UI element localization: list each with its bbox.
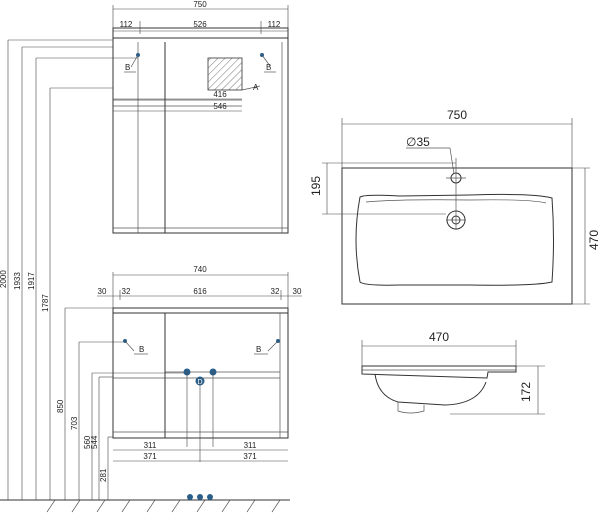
basin-top-view: 750 ∅35 195 470 <box>309 108 600 305</box>
dim-703: 703 <box>70 416 79 430</box>
hatched-area-a <box>207 57 243 91</box>
basin-bowl-outer <box>355 193 554 286</box>
vanity-b-right-leader <box>267 340 279 352</box>
upper-cabinet-outline <box>112 27 289 234</box>
side-dim-470: 470 <box>429 330 449 344</box>
dim-416: 416 <box>213 90 227 99</box>
dim-750-label: 750 <box>193 0 207 9</box>
floor-marker-3 <box>207 494 213 500</box>
vanity-b-left-leader <box>124 340 135 352</box>
dim-850: 850 <box>56 399 65 413</box>
height-dimensions: 2000 1933 1917 1787 850 703 560 544 281 <box>0 39 185 500</box>
dim-311-left: 311 <box>144 441 157 450</box>
vanity-b-right: B <box>256 345 261 354</box>
dim-30-right: 30 <box>293 287 302 296</box>
dim-112-left: 112 <box>120 20 133 29</box>
dim-281: 281 <box>99 468 108 482</box>
dim-32-left: 32 <box>122 287 131 296</box>
floor-marker-2 <box>197 494 203 500</box>
callout-a-leader <box>241 85 261 91</box>
dim-544: 544 <box>90 435 99 449</box>
basin-side-drain <box>397 402 425 414</box>
basin-bowl-inner <box>365 199 547 204</box>
dim-371-right: 371 <box>243 452 257 461</box>
floor-hatch <box>46 499 281 513</box>
dim-2000: 2000 <box>0 270 8 288</box>
hole-diameter: ∅35 <box>406 135 430 149</box>
callout-b1-label: B <box>125 63 130 72</box>
dim-470-vertical: 470 <box>587 230 600 250</box>
floor-marker-1 <box>187 494 193 500</box>
dim-32-right: 32 <box>271 287 280 296</box>
dim-1917: 1917 <box>27 272 36 290</box>
vanity-b-left: B <box>139 345 144 354</box>
dim-616: 616 <box>193 287 207 296</box>
dim-172: 172 <box>519 382 533 402</box>
basin-side-view: 470 172 <box>361 330 545 415</box>
dim-1787: 1787 <box>41 294 50 312</box>
basin-side-bowl <box>374 373 487 406</box>
dim-1933: 1933 <box>13 272 22 290</box>
basin-side-rim <box>361 365 517 379</box>
callout-b2-label: B <box>266 63 271 72</box>
vanity-outline <box>112 307 289 439</box>
dim-30-left: 30 <box>98 287 107 296</box>
dim-546: 546 <box>213 102 227 111</box>
dim-560: 560 <box>83 435 92 449</box>
upper-cabinet: A 750 112 526 112 416 546 B B <box>112 0 289 234</box>
callout-b1-leader <box>130 54 139 68</box>
basin-dim-750: 750 <box>447 108 467 122</box>
dim-371-left: 371 <box>143 452 157 461</box>
callout-a-label: A <box>253 83 259 92</box>
dim-740: 740 <box>193 265 207 274</box>
vanity-front: 740 30 32 616 32 30 B B D 311 311 371 37… <box>97 265 302 462</box>
hole-leader <box>449 147 455 175</box>
dim-195: 195 <box>309 176 323 196</box>
floor <box>0 494 290 513</box>
dim-311-right: 311 <box>244 441 257 450</box>
dim-526: 526 <box>193 20 207 29</box>
basin-outline <box>341 167 573 305</box>
callout-b2-leader <box>261 54 271 67</box>
dim-112-right: 112 <box>268 20 281 29</box>
